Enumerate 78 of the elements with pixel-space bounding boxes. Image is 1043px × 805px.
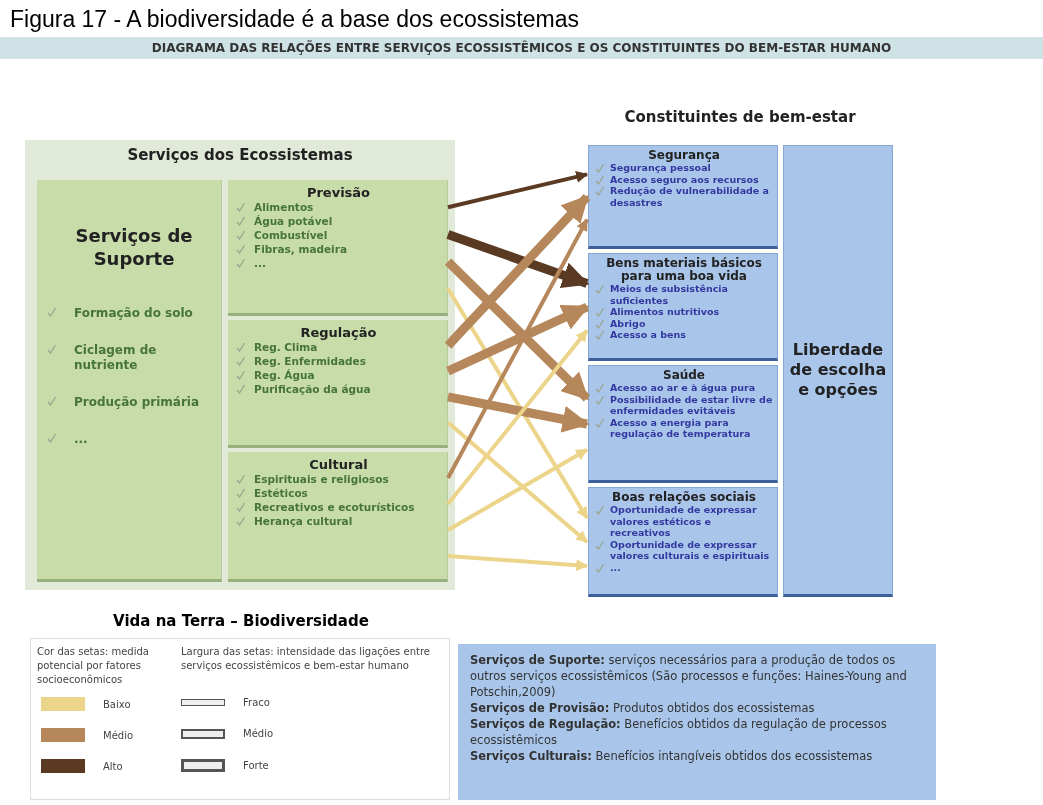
arrow — [446, 230, 590, 289]
list-item: Meios de subsistência suficientes — [610, 283, 730, 306]
banner-heading: DIAGRAMA DAS RELAÇÕES ENTRE SERVIÇOS ECOSSISTÊMICOS E OS CONSTITUINTES DO BEM-ESTAR HUMANO — [0, 37, 1043, 59]
wellbeing-box — [588, 145, 778, 249]
legend-label: Médio — [243, 728, 274, 739]
arrow — [447, 447, 589, 532]
service-box — [228, 452, 448, 582]
legend-label: Alto — [103, 760, 123, 772]
arrow — [446, 218, 589, 479]
arrow — [446, 302, 590, 376]
list-item: Abrigo — [610, 317, 646, 329]
heading: Constituintes de bem-estar — [623, 110, 857, 125]
list-item: Oportunidade de expressar valores culturais e espirituais — [610, 538, 771, 562]
figure-title: Figura 17 - A biodiversidade é a base dos ecossistemas — [10, 6, 579, 33]
service-box — [37, 180, 222, 582]
definition-text: Serviços de Regulação: Benefícios obtidos da regulação de processos ecossistêmicos — [470, 716, 888, 748]
legend-label: Médio — [103, 729, 134, 741]
list-item: Reg. Água — [254, 369, 315, 382]
list-item: Produção primária — [74, 395, 200, 410]
service-box — [228, 320, 448, 448]
heading: Saúde — [662, 369, 706, 382]
list-item: Formação do solo — [74, 306, 193, 321]
heading: Regulação — [299, 325, 378, 340]
list-item: Fibras, madeira — [254, 243, 347, 256]
arrow — [444, 258, 591, 402]
list-item: Água potável — [254, 215, 333, 228]
arrow — [446, 287, 589, 520]
arrow — [447, 392, 590, 433]
heading: Previsão — [305, 185, 372, 200]
wellbeing-box — [588, 365, 778, 483]
definition-text: Serviços de Suporte: serviços necessários para a produção de todos os outros serviços ecossistêmicos (São processos e funções: Haines-Young and Potschin,2009) — [470, 652, 908, 700]
list-item: Estéticos — [254, 487, 308, 500]
wellbeing-box — [588, 253, 778, 361]
list-item: Espirituais e religiosos — [254, 473, 389, 486]
list-item: Reg. Enfermidades — [254, 355, 366, 368]
list-item: Acesso seguro aos recursos — [610, 173, 759, 185]
list-item: Acesso ao ar e à água pura — [610, 382, 756, 394]
list-item: Alimentos nutritivos — [610, 306, 720, 318]
heading: Boas relações sociais — [611, 491, 757, 504]
list-item: ... — [254, 257, 266, 270]
list-item: Acesso a energia para regulação de temperatura — [610, 416, 752, 440]
list-item: Segurança pessoal — [610, 162, 711, 174]
list-item: ... — [610, 561, 621, 573]
arrow — [446, 420, 589, 544]
definition-text: Serviços de Provisão: Produtos obtidos dos ecossistemas — [470, 700, 816, 716]
list-item: Acesso a bens — [610, 329, 686, 341]
arrow — [444, 193, 591, 349]
list-item: Purificação da água — [254, 383, 371, 396]
legend-heading: Cor das setas: medida potencial por fatores socioeconômicos — [37, 645, 150, 687]
list-item: ... — [74, 432, 88, 447]
list-item: Alimentos — [254, 201, 314, 214]
heading: Liberdade de escolha e opções — [788, 340, 888, 400]
arrow — [447, 171, 589, 210]
list-item: Combustível — [254, 229, 328, 242]
heading: Cultural — [308, 457, 369, 472]
services-panel — [25, 140, 455, 590]
heading: Bens materiais básicos para uma boa vida — [605, 257, 763, 283]
list-item: Reg. Clima — [254, 341, 318, 354]
arrow — [446, 329, 589, 506]
legend-heading: Largura das setas: intensidade das ligações entre serviços ecossistêmicos e bem-estar humano — [181, 645, 431, 673]
heading: Serviços de Suporte — [74, 224, 194, 270]
wellbeing-box — [588, 487, 778, 597]
list-item: Herança cultural — [254, 515, 353, 528]
arrow — [447, 554, 589, 572]
legend-label: Fraco — [243, 697, 270, 708]
list-item: Possibilidade de estar livre de enfermidades evitáveis — [610, 393, 773, 417]
legend-label: Baixo — [103, 698, 131, 710]
list-item: Ciclagem de nutriente — [74, 343, 158, 373]
service-box — [228, 180, 448, 316]
heading: Serviços dos Ecossistemas — [126, 148, 354, 163]
heading: Segurança — [647, 149, 721, 162]
wellbeing-box — [783, 145, 893, 597]
list-item: Redução de vulnerabilidade a desastres — [610, 185, 770, 208]
definition-text: Serviços Culturais: Benefícios intangíveis obtidos dos ecossistemas — [470, 748, 874, 764]
caption-heading: Vida na Terra – Biodiversidade — [112, 612, 370, 630]
legend-label: Forte — [243, 760, 269, 771]
list-item: Recreativos e ecoturísticos — [254, 501, 415, 514]
list-item: Oportunidade de expressar valores estéticos e recreativos — [610, 504, 758, 539]
